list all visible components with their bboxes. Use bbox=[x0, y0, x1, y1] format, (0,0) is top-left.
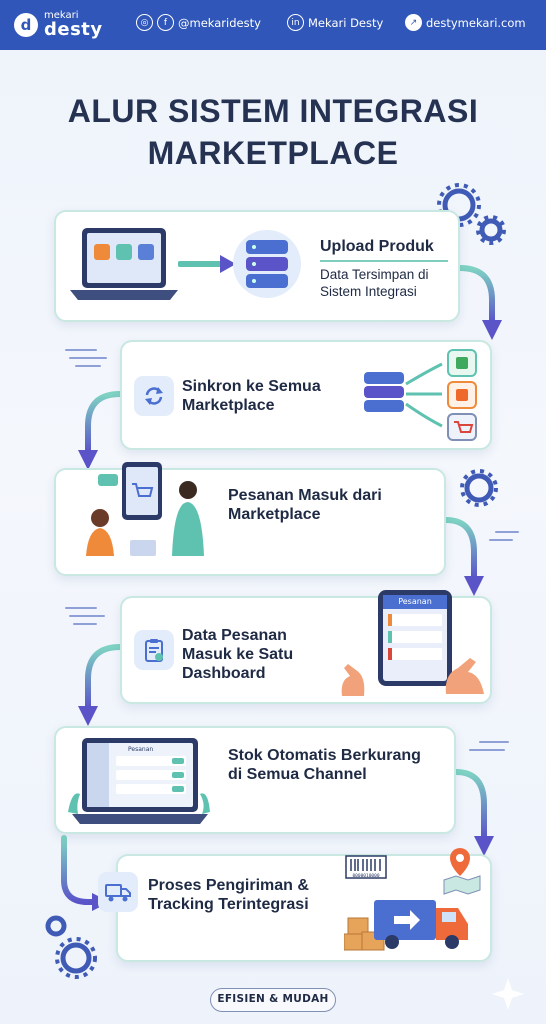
arrow-2-3 bbox=[85, 391, 123, 455]
instagram-handle: @mekaridesty bbox=[178, 15, 261, 30]
linkedin-icon: in bbox=[287, 14, 304, 31]
linkedin-name: Mekari Desty bbox=[308, 15, 384, 30]
tablet-device: Pesanan bbox=[378, 590, 452, 686]
arrow-head-2 bbox=[78, 450, 98, 470]
barcode-text: 0000010000 bbox=[352, 873, 379, 879]
arrow-head-4 bbox=[78, 706, 98, 726]
step-6-label2: Tracking Terintegrasi bbox=[148, 896, 309, 913]
sync-icon bbox=[145, 387, 163, 405]
step-5-label2: di Semua Channel bbox=[228, 766, 367, 783]
page-title-line1: ALUR SISTEM INTEGRASI bbox=[67, 93, 479, 129]
arrow-head-1 bbox=[482, 320, 502, 340]
step-3-label2: Marketplace bbox=[228, 506, 321, 523]
dashboard-laptop-icon bbox=[68, 738, 210, 824]
brand-small-text: mekari bbox=[44, 10, 79, 21]
sync-icon-tile bbox=[134, 376, 174, 416]
step-5-label1: Stok Otomatis Berkurang bbox=[228, 747, 421, 764]
arrow-to-6 bbox=[61, 835, 97, 905]
step-card-sync: Sinkron ke Semua Marketplace bbox=[120, 340, 492, 450]
step-card-dashboard: Data Pesanan Masuk ke Satu Dashboard Pes… bbox=[120, 590, 492, 704]
step-2-label2: Marketplace bbox=[182, 397, 275, 414]
marketplace-fanout-icon bbox=[364, 349, 477, 441]
arrow-1-2 bbox=[457, 265, 495, 325]
hand-left-icon bbox=[341, 664, 365, 696]
server-stack-icon bbox=[233, 230, 301, 298]
page-title-line2: MARKETPLACE bbox=[147, 135, 399, 171]
tagline-badge: EFISIEN & MUDAH bbox=[210, 988, 336, 1012]
instagram-icon: ◎ bbox=[136, 14, 153, 31]
shopping-people-icon bbox=[86, 462, 204, 556]
gear-icon bbox=[464, 473, 494, 503]
cursor-icon: ↗ bbox=[405, 14, 422, 31]
header-bar: d mekari desty ◎ f @mekaridesty in Mekar… bbox=[0, 0, 546, 50]
gear-icon bbox=[60, 942, 92, 974]
step-4-label1: Data Pesanan bbox=[182, 627, 287, 644]
arrow-4-5 bbox=[85, 644, 123, 711]
step-1-label: Upload Produk bbox=[320, 238, 434, 255]
instagram-link[interactable]: ◎ f @mekaridesty bbox=[136, 14, 261, 31]
clipboard-icon-tile bbox=[134, 630, 174, 670]
truck-icon-tile bbox=[98, 872, 138, 912]
hand-icon bbox=[445, 658, 484, 694]
step-card-upload: Upload Produk Data Tersimpan di Sistem I… bbox=[54, 210, 460, 322]
step-card-shipping: Proses Pengiriman & Tracking Terintegras… bbox=[98, 848, 492, 962]
gear-icon bbox=[45, 915, 67, 937]
arrow-right-icon bbox=[178, 255, 236, 273]
arrow-5-6 bbox=[453, 769, 487, 841]
step-4-label2: Masuk ke Satu bbox=[182, 646, 294, 663]
step-card-stock: Pesanan Stok Otomatis Berkurang di Semua… bbox=[54, 726, 456, 834]
linkedin-link[interactable]: in Mekari Desty bbox=[287, 14, 383, 31]
arrow-head-5 bbox=[474, 836, 494, 856]
shipping-scene-icon: 0000010000 bbox=[344, 848, 481, 951]
step-2-label1: Sinkron ke Semua bbox=[182, 378, 321, 395]
delivery-truck-icon bbox=[105, 884, 131, 902]
step-4-label3: Dashboard bbox=[182, 665, 266, 682]
dashboard-title: Pesanan bbox=[128, 746, 154, 753]
website-link[interactable]: ↗ destymekari.com bbox=[405, 14, 526, 31]
gear-icon bbox=[479, 218, 503, 242]
step-6-label1: Proses Pengiriman & bbox=[148, 877, 309, 894]
step-1-sub2: Sistem Integrasi bbox=[320, 284, 417, 299]
desty-logo-icon: d bbox=[14, 13, 38, 37]
arrow-head-3 bbox=[464, 576, 484, 596]
brand-logo[interactable]: d mekari desty bbox=[14, 11, 103, 39]
clipboard-check-icon bbox=[145, 639, 163, 662]
website-url: destymekari.com bbox=[426, 15, 526, 30]
brand-name: desty bbox=[44, 19, 103, 40]
tablet-title: Pesanan bbox=[383, 595, 447, 609]
facebook-icon: f bbox=[157, 14, 174, 31]
step-3-label1: Pesanan Masuk dari bbox=[228, 487, 382, 504]
step-1-sub1: Data Tersimpan di bbox=[320, 267, 429, 282]
arrow-3-4 bbox=[443, 517, 477, 581]
step-card-orders: Pesanan Masuk dari Marketplace bbox=[54, 462, 446, 576]
step-1-underline bbox=[320, 260, 448, 262]
laptop-products-icon bbox=[70, 228, 178, 300]
